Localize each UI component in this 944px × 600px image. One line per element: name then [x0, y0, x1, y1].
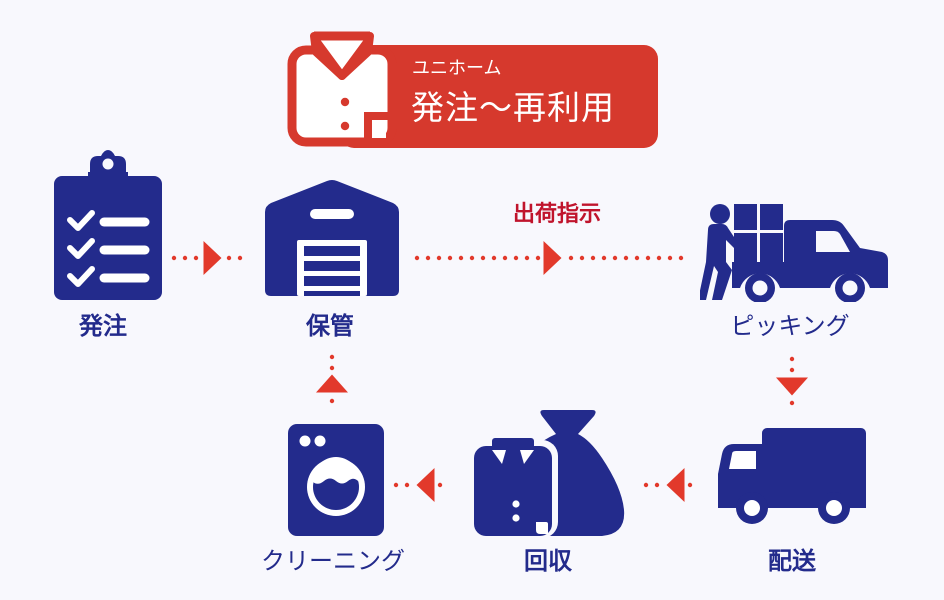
- arrow-dot: [524, 255, 530, 261]
- arrow-head-right: [543, 241, 562, 275]
- arrow-dot: [193, 255, 199, 261]
- arrow-dot: [182, 255, 188, 261]
- arrow-dot: [789, 367, 795, 373]
- arrow-dot: [425, 255, 431, 261]
- arrow-dot: [329, 354, 335, 360]
- arrow-dot: [237, 255, 243, 261]
- arrow-dot: [447, 255, 453, 261]
- arrow-dot: [414, 255, 420, 261]
- arrow-dot: [469, 255, 475, 261]
- arrow-dot: [436, 255, 442, 261]
- arrow-dot: [601, 255, 607, 261]
- arrow-dot: [623, 255, 629, 261]
- arrow-dot: [643, 482, 649, 488]
- arrow-dot: [656, 255, 662, 261]
- arrow-dot: [329, 365, 335, 371]
- arrow-dot: [458, 255, 464, 261]
- arrow-storage-to-picking: [414, 241, 684, 275]
- step-label-picking: ピッキング: [730, 312, 850, 340]
- arrow-head-right: [203, 241, 222, 275]
- step-label-order: 発注: [79, 312, 127, 340]
- arrow-dot: [491, 255, 497, 261]
- arrow-dot: [404, 482, 410, 488]
- step-label-storage: 保管: [306, 312, 354, 340]
- arrow-dot: [568, 255, 574, 261]
- step-label-delivery: 配送: [768, 547, 816, 575]
- laundry-bag-icon: [470, 410, 625, 538]
- banner-title: 発注〜再利用: [411, 88, 615, 127]
- arrow-dot: [687, 482, 693, 488]
- clipboard-checklist-icon: [54, 150, 162, 300]
- arrow-dot: [437, 482, 443, 488]
- arrow-dot: [535, 255, 541, 261]
- arrow-dot: [612, 255, 618, 261]
- arrow-head-up: [316, 374, 348, 393]
- arrow-collection-to-cleaning: [393, 468, 443, 502]
- arrow-delivery-to-collection: [643, 468, 693, 502]
- arrow-dot: [789, 356, 795, 362]
- arrow-dot: [502, 255, 508, 261]
- arrow-cleaning-to-storage: [316, 354, 348, 404]
- step-label-collection: 回収: [524, 547, 572, 575]
- arrow-dot: [678, 255, 684, 261]
- arrow-dot: [645, 255, 651, 261]
- arrow-dot: [667, 255, 673, 261]
- warehouse-icon: [265, 180, 399, 296]
- arrow-dot: [329, 398, 335, 404]
- arrow-order-to-storage: [171, 241, 243, 275]
- arrow-head-left: [666, 468, 685, 502]
- loading-truck-icon: [700, 204, 888, 302]
- arrow-picking-to-delivery: [776, 356, 808, 406]
- arrow-dot: [171, 255, 177, 261]
- arrow-dot: [634, 255, 640, 261]
- arrow-head-left: [416, 468, 435, 502]
- arrow-dot: [393, 482, 399, 488]
- arrow-dot: [513, 255, 519, 261]
- arrow-dot: [226, 255, 232, 261]
- step-label-cleaning: クリーニング: [261, 547, 405, 575]
- arrow-dot: [789, 400, 795, 406]
- delivery-truck-icon: [718, 428, 866, 524]
- arrow-dot: [579, 255, 585, 261]
- washing-machine-icon: [288, 424, 384, 536]
- flow-label-shipping-instruction: 出荷指示: [512, 202, 602, 227]
- arrow-head-down: [776, 377, 808, 396]
- arrow-dot: [590, 255, 596, 261]
- arrow-dot: [480, 255, 486, 261]
- banner-subtitle: ユニホーム: [412, 58, 502, 79]
- shirt-icon: [287, 31, 397, 148]
- arrow-dot: [654, 482, 660, 488]
